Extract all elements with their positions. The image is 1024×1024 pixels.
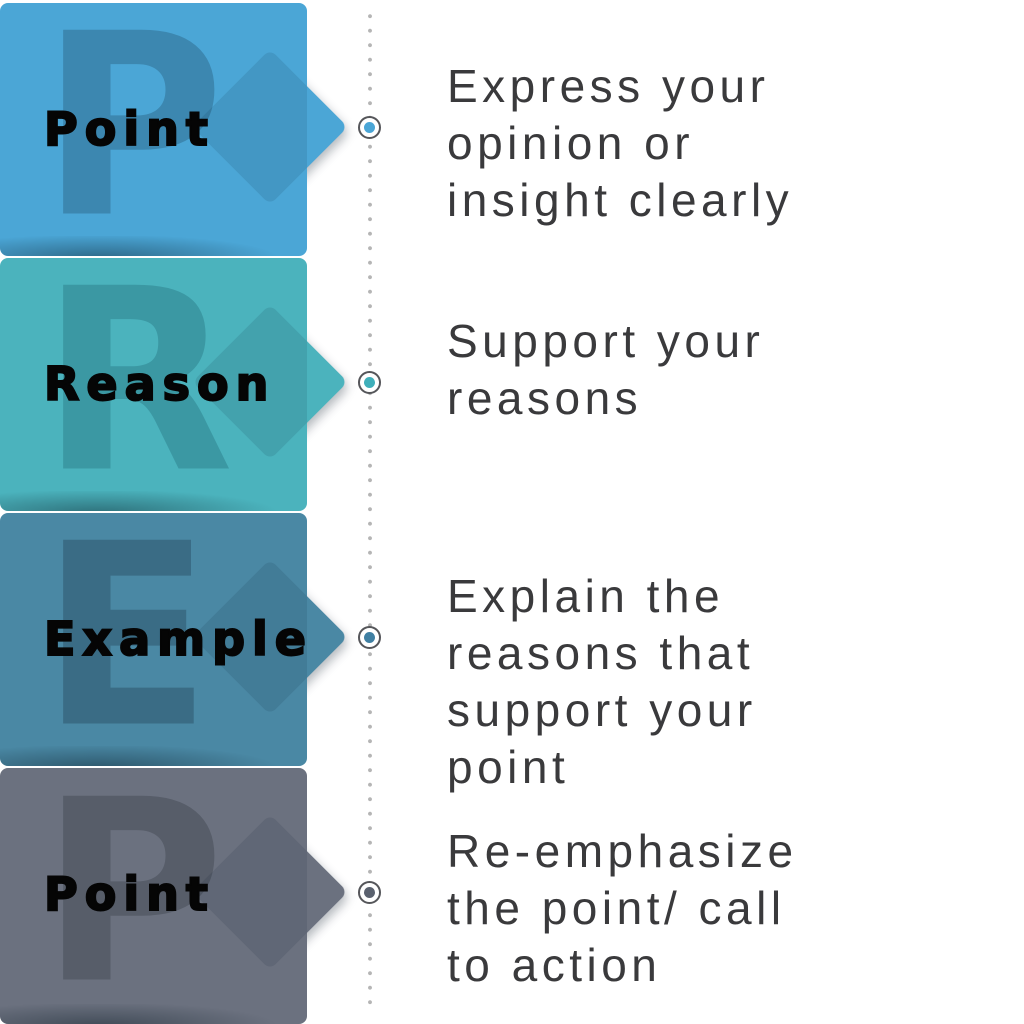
description-line: the point/ call (447, 882, 786, 934)
description-line: insight clearly (447, 174, 794, 226)
timeline-marker-dot (364, 632, 375, 643)
banner-background-letter: E (40, 513, 213, 766)
banner-background-letter: P (40, 3, 225, 256)
banner: E Example (0, 513, 307, 766)
description-line: Re-emphasize (447, 825, 798, 877)
banner: P Point (0, 3, 307, 256)
banner: P Point (0, 768, 307, 1024)
description-line: support your (447, 684, 757, 736)
banner-label: Reason (43, 357, 276, 411)
description-line: reasons that (447, 627, 755, 679)
description-line: opinion or (447, 117, 695, 169)
description-line: point (447, 741, 570, 793)
description-line: Support your (447, 315, 765, 367)
banner-label: Point (43, 102, 215, 156)
timeline-marker-dot (364, 122, 375, 133)
banner-label: Example (43, 612, 307, 666)
banner-label: Point (43, 867, 215, 921)
description-line: reasons (447, 372, 643, 424)
description-line: Express your (447, 60, 770, 112)
description-line: to action (447, 939, 662, 991)
timeline-marker-icon (358, 626, 381, 649)
timeline-marker-dot (364, 377, 375, 388)
timeline-marker-dot (364, 887, 375, 898)
timeline-marker-icon (358, 371, 381, 394)
banner-background-letter: P (40, 768, 225, 1024)
description-line: Explain the (447, 570, 725, 622)
timeline-marker-icon (358, 116, 381, 139)
timeline-marker-icon (358, 881, 381, 904)
banner: R Reason (0, 258, 307, 511)
timeline-dotted-line (368, 14, 372, 1014)
banner-background-letter: R (40, 258, 235, 511)
